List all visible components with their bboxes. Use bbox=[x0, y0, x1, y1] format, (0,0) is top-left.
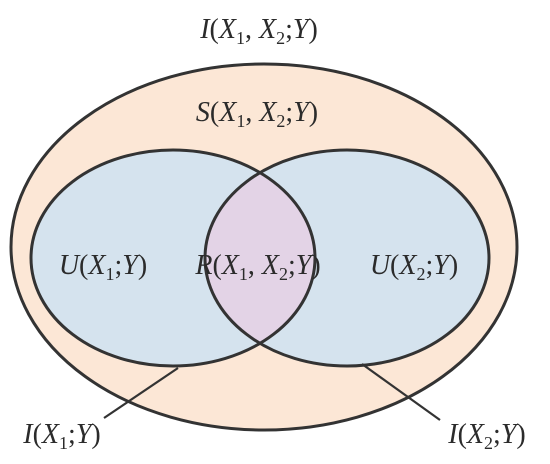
label-unique-1-semi: ; bbox=[114, 250, 122, 281]
label-synergy-comma: , bbox=[245, 97, 259, 128]
label-mi-2-func: I bbox=[447, 419, 459, 450]
overlap-region-redundancy bbox=[205, 150, 315, 366]
label-total-var-2: X bbox=[258, 14, 277, 45]
label-unique-2-semi: ; bbox=[425, 250, 433, 281]
label-total-close: ) bbox=[308, 14, 317, 45]
label-synergy-close: ) bbox=[309, 97, 318, 128]
label-mi-2-var-3: Y bbox=[501, 419, 520, 450]
label-synergy-open: ( bbox=[210, 97, 219, 128]
label-unique-2-var-1: X bbox=[398, 250, 417, 281]
label-synergy-func: S bbox=[196, 97, 210, 128]
label-total-sub-2: 2 bbox=[276, 28, 285, 48]
label-redundancy-open: ( bbox=[212, 250, 221, 281]
label-unique-2-func: U bbox=[370, 250, 392, 281]
label-mi-2-sub-1: 2 bbox=[484, 433, 493, 453]
label-redundancy-sub-2: 2 bbox=[279, 264, 288, 284]
label-synergy-var-3: Y bbox=[293, 97, 312, 128]
label-unique-1-close: ) bbox=[138, 250, 147, 281]
right-ellipse-outline bbox=[203, 148, 491, 368]
label-total-information: I(X1, X2;Y) bbox=[199, 14, 318, 48]
label-total-var-1: X bbox=[218, 14, 237, 45]
label-synergy-var-1: X bbox=[218, 97, 237, 128]
label-mi-2-semi: ; bbox=[493, 419, 501, 450]
label-mi-2-var-1: X bbox=[466, 419, 485, 450]
label-mi-1-var-3: Y bbox=[76, 419, 95, 450]
label-mi-2-close: ) bbox=[516, 419, 525, 450]
label-total-func: I bbox=[199, 14, 211, 45]
label-total-open: ( bbox=[210, 14, 219, 45]
label-total-comma: , bbox=[245, 14, 259, 45]
leader-line-mi-1 bbox=[103, 367, 179, 419]
label-unique-1-sub-1: 1 bbox=[105, 264, 114, 284]
label-unique-1: U(X1;Y) bbox=[59, 250, 147, 284]
label-total-semi: ; bbox=[285, 14, 293, 45]
label-unique-1-var-1: X bbox=[87, 250, 106, 281]
label-redundancy-var-3: Y bbox=[296, 250, 315, 281]
label-redundancy: R(X1, X2;Y) bbox=[194, 250, 320, 284]
label-redundancy-func: R bbox=[194, 250, 212, 281]
label-synergy: S(X1, X2;Y) bbox=[196, 97, 318, 131]
label-redundancy-var-1: X bbox=[221, 250, 240, 281]
label-mi-1-close: ) bbox=[91, 419, 100, 450]
label-unique-2-open: ( bbox=[390, 250, 399, 281]
label-unique-2-close: ) bbox=[449, 250, 458, 281]
label-unique-1-var-3: Y bbox=[122, 250, 141, 281]
label-total-sub-1: 1 bbox=[236, 28, 245, 48]
label-unique-1-open: ( bbox=[79, 250, 88, 281]
label-unique-2-sub-1: 2 bbox=[416, 264, 425, 284]
label-unique-2: U(X2;Y) bbox=[370, 250, 458, 284]
label-synergy-semi: ; bbox=[285, 97, 293, 128]
label-redundancy-comma: , bbox=[248, 250, 262, 281]
label-mi-2: I(X2;Y) bbox=[447, 419, 525, 453]
label-mi-1-func: I bbox=[22, 419, 34, 450]
label-total-var-3: Y bbox=[293, 14, 312, 45]
label-synergy-sub-1: 1 bbox=[236, 111, 245, 131]
leader-line-mi-2 bbox=[361, 363, 441, 421]
label-unique-1-func: U bbox=[59, 250, 81, 281]
label-mi-1-var-1: X bbox=[41, 419, 60, 450]
label-mi-1-semi: ; bbox=[68, 419, 76, 450]
label-synergy-var-2: X bbox=[258, 97, 277, 128]
label-redundancy-semi: ; bbox=[288, 250, 296, 281]
label-mi-1-sub-1: 1 bbox=[59, 433, 68, 453]
label-synergy-sub-2: 2 bbox=[276, 111, 285, 131]
label-mi-1-open: ( bbox=[33, 419, 42, 450]
label-redundancy-close: ) bbox=[311, 250, 320, 281]
label-unique-2-var-3: Y bbox=[433, 250, 452, 281]
left-ellipse-outline bbox=[29, 148, 317, 368]
label-redundancy-var-2: X bbox=[261, 250, 280, 281]
label-mi-2-open: ( bbox=[458, 419, 467, 450]
label-mi-1: I(X1;Y) bbox=[22, 419, 100, 453]
label-redundancy-sub-1: 1 bbox=[239, 264, 248, 284]
